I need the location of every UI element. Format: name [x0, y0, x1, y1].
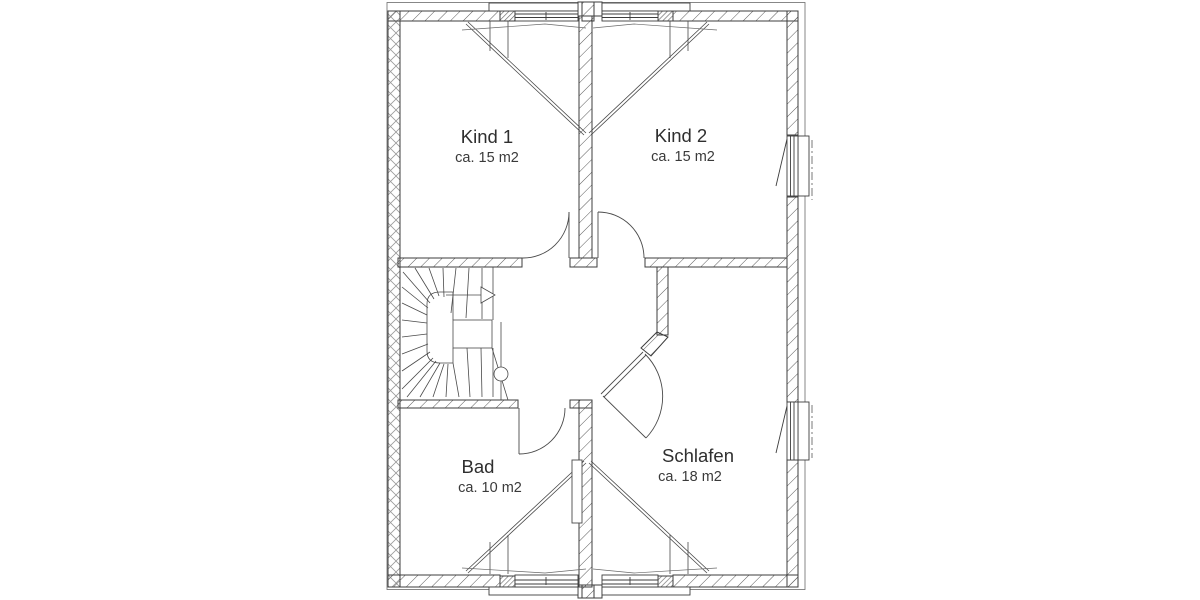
exterior-wall-right-lower — [786, 459, 799, 588]
staircase — [401, 267, 509, 401]
door-kind1 — [521, 211, 570, 259]
roof-valley-schlafen — [588, 460, 710, 574]
stair-treads-lower — [406, 347, 483, 398]
interior-wall-hall-top-right — [644, 257, 788, 268]
exterior-wall-top-right — [672, 10, 799, 22]
doors — [518, 211, 664, 455]
dormer-cheek-lines-top — [489, 21, 689, 58]
window-schlafen-right — [775, 401, 813, 461]
door-opening-edges — [600, 351, 647, 398]
door-bad — [518, 407, 566, 455]
exterior-wall-bottom-right — [672, 574, 799, 588]
windows — [488, 2, 813, 596]
window-jamb-block — [657, 10, 674, 22]
window-kind1 — [488, 2, 579, 22]
interior-wall-hall-top-left — [397, 257, 523, 268]
exterior-wall-right-middle — [786, 196, 799, 403]
door-swing-arc — [597, 211, 645, 259]
stair-treads-winders — [401, 286, 434, 390]
dormer-cheek-lines-bottom — [489, 535, 689, 574]
window-kind2-right — [775, 135, 813, 200]
radiator — [571, 459, 583, 524]
window-bad — [488, 574, 579, 596]
stair-void — [452, 319, 493, 349]
door-kind2 — [597, 211, 645, 259]
interior-wall-hall-schlafen — [656, 266, 669, 336]
interior-wall-hall-bottom-left — [397, 399, 519, 409]
roof-valley-bad — [465, 460, 587, 574]
window-schlafen-bottom — [601, 574, 691, 596]
interior-wall-diagonal-stub — [640, 331, 669, 357]
window-sash-line — [775, 405, 788, 454]
door-schlafen — [600, 351, 664, 439]
interior-wall-kind1-kind2 — [578, 15, 593, 259]
window-sash-line — [775, 138, 788, 187]
exterior-wall-top-left — [387, 10, 501, 22]
door-swing-arc — [518, 407, 566, 455]
exterior-wall-bottom-left — [387, 574, 501, 588]
window-opening-lines — [461, 23, 718, 574]
roof-valley-kind1 — [465, 21, 587, 136]
interior-wall-hall-top-center — [569, 257, 598, 268]
walls — [387, 1, 799, 599]
roof-slope-lines — [461, 21, 718, 574]
window-jamb-block — [499, 575, 516, 588]
door-swing-arc — [644, 353, 664, 439]
roof-valley-kind2 — [588, 21, 710, 136]
window-jamb-block — [657, 575, 674, 588]
door-leaf — [602, 395, 647, 439]
stair-post — [493, 366, 509, 382]
window-jamb-block — [499, 10, 516, 22]
stair-direction-arrow — [446, 286, 496, 304]
door-swing-arc — [521, 211, 570, 259]
window-kind2 — [601, 2, 691, 22]
exterior-wall-right-upper — [786, 10, 799, 136]
party-wall-left — [387, 10, 401, 588]
